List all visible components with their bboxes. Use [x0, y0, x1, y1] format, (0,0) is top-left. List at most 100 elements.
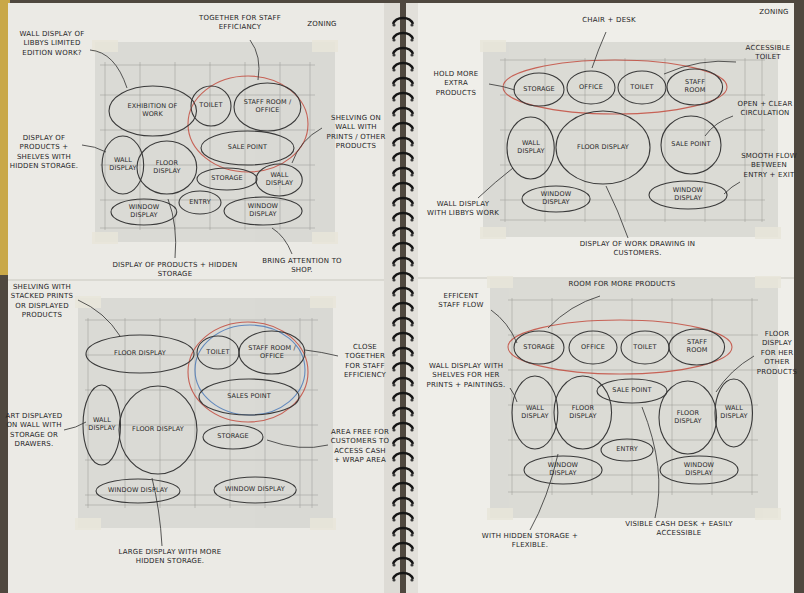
bubble-ellipse: [83, 385, 121, 465]
annotation-text: ACCESSIBLE TOILET: [746, 44, 791, 61]
annotation-text: SMOOTH FLOW BETWEEN ENTRY + EXIT: [741, 152, 797, 179]
zone-name: OFFICE: [581, 344, 605, 352]
bubble-text: STORAGE: [523, 86, 555, 94]
zone-name: SALE POINT: [228, 144, 267, 152]
annotation: LARGE DISPLAY WITH MORE HIDDEN STORAGE.: [105, 548, 235, 567]
bubble-text: SALE POINT: [612, 387, 651, 395]
bubble-ellipse: [119, 386, 197, 474]
bubble-ellipse: [649, 181, 727, 209]
zone-name: FLOOR DISPLAY: [132, 426, 184, 434]
zone-name: WINDOW DISPLAY: [533, 462, 592, 478]
zone-bubble: WALL DISPLAY: [506, 116, 555, 180]
annotation-text: DISPLAY OF WORK DRAWING IN CUSTOMERS.: [580, 240, 696, 257]
bubble-ellipse: [203, 425, 263, 449]
bubble-ellipse: [111, 199, 177, 225]
bubble-text: STORAGE: [217, 433, 249, 441]
annotation: WITH HIDDEN STORAGE + FLEXIBLE.: [480, 532, 580, 551]
annotation-text: EFFICENT STAFF FLOW: [438, 292, 483, 309]
zone-name: WINDOW DISPLAY: [669, 462, 728, 478]
bubble-ellipse: [256, 164, 302, 196]
bubble-text: WINDOW DISPLAY: [108, 487, 168, 495]
annotation: AREA FREE FOR CUSTOMERS TO ACCESS CASH +…: [330, 428, 390, 466]
annotation: SHELVING ON WALL WITH PRINTS / OTHER PRO…: [325, 114, 387, 152]
zone-bubble: FLOOR DISPLAY: [555, 110, 651, 185]
annotation-text: WALL DISPLAY WITH SHELVES FOR HER PRINTS…: [427, 362, 506, 389]
annotation-text: BRING ATTENTION TO SHOP.: [262, 257, 342, 274]
annotation: TOGETHER FOR STAFF EFFICIANCY: [190, 14, 290, 33]
zone-name: WINDOW DISPLAY: [658, 187, 717, 203]
zone-name: SALE POINT: [612, 387, 651, 395]
bubble-ellipse: [199, 379, 299, 415]
zone-bubble: STORAGE: [513, 330, 565, 365]
zone-name: WINDOW DISPLAY: [119, 204, 169, 220]
bubble-text: FLOOR DISPLAY: [132, 426, 184, 434]
zone-name: EXHIBITION OF WORK: [119, 103, 185, 119]
bubble-ellipse: [197, 168, 257, 190]
zone-bubble: FLOOR DISPLAY: [118, 385, 198, 475]
bubble-ellipse: [214, 477, 296, 503]
zone-name: STAFF ROOM: [674, 79, 717, 95]
bubble-text: STAFF ROOM / OFFICE: [247, 345, 297, 361]
zone-bubble: TOILET: [620, 330, 670, 365]
zone-bubble: WINDOW DISPLAY: [523, 455, 603, 485]
bubble-ellipse: [621, 331, 669, 364]
zone-name: STAFF ROOM: [676, 339, 719, 355]
zone-name: OFFICE: [579, 84, 603, 92]
zone-name: SALE POINT: [671, 141, 710, 149]
bubble-ellipse: [659, 381, 717, 454]
bubble-text: FLOOR DISPLAY: [666, 410, 710, 426]
annotation-text: ZONING: [759, 8, 788, 16]
zone-bubble: WINDOW DISPLAY: [213, 476, 297, 504]
bubble-text: FLOOR DISPLAY: [577, 144, 629, 152]
zone-bubble: FLOOR DISPLAY: [553, 375, 613, 450]
bubble-ellipse: [618, 71, 666, 104]
annotation-text: SHELVING ON WALL WITH PRINTS / OTHER PRO…: [326, 114, 385, 150]
bubble-ellipse: [601, 439, 653, 461]
annotation-text: WITH HIDDEN STORAGE + FLEXIBLE.: [482, 532, 578, 549]
bubble-text: TOILET: [199, 102, 222, 110]
zone-bubble: TOILET: [196, 335, 240, 370]
annotation-text: FLOOR DISPLAY FOR HER OTHER PRODUCTS: [757, 330, 797, 376]
bubble-ellipse: [597, 379, 667, 403]
bubble-text: STORAGE: [523, 344, 555, 352]
bubble-text: TOILET: [206, 349, 229, 357]
zone-name: WALL DISPLAY: [107, 157, 139, 173]
zone-name: WALL DISPLAY: [262, 172, 298, 188]
zone-name: ENTRY: [616, 446, 638, 454]
zone-bubble: OFFICE: [566, 70, 616, 105]
zone-name: TOILET: [633, 344, 656, 352]
annotation: CLOSE TOGETHER FOR STAFF EFFICIENCY: [340, 343, 390, 381]
bubble-text: WALL DISPLAY: [719, 405, 748, 421]
bubble-text: TOILET: [633, 344, 656, 352]
zone-bubble: FLOOR DISPLAY: [136, 140, 198, 195]
bubble-ellipse: [524, 456, 602, 484]
zone-bubble: WALL DISPLAY: [101, 135, 145, 195]
zone-name: WINDOW DISPLAY: [225, 486, 285, 494]
zone-bubble: STAFF ROOM: [666, 68, 724, 106]
bubble-ellipse: [661, 116, 721, 174]
zone-bubble: EXHIBITION OF WORK: [108, 85, 198, 137]
zone-name: WALL DISPLAY: [719, 405, 748, 421]
annotation-text: ZONING: [307, 20, 336, 28]
zone-bubble: STAFF ROOM: [668, 328, 726, 366]
zone-name: FLOOR DISPLAY: [577, 144, 629, 152]
zone-name: WALL DISPLAY: [517, 405, 552, 421]
annotation: ZONING: [750, 8, 798, 17]
bubble-text: WINDOW DISPLAY: [533, 462, 592, 478]
bubble-ellipse: [137, 141, 197, 194]
zone-name: FLOOR DISPLAY: [144, 160, 190, 176]
bubble-ellipse: [507, 117, 554, 179]
bubble-text: EXHIBITION OF WORK: [119, 103, 185, 119]
zone-name: STORAGE: [523, 344, 555, 352]
zone-name: FLOOR DISPLAY: [114, 350, 166, 358]
annotation: WALL DISPLAY WITH LIBBYS WORK: [426, 200, 500, 219]
bubble-ellipse: [660, 456, 738, 484]
bubble-text: STORAGE: [211, 175, 243, 183]
zone-bubble: STORAGE: [196, 167, 258, 191]
zone-bubble: SALE POINT: [596, 378, 668, 404]
zone-name: WINDOW DISPLAY: [530, 191, 582, 207]
annotation-text: WALL DISPLAY OF LIBBYS LIMITED EDITION W…: [20, 30, 85, 57]
annotation: DISPLAY OF PRODUCTS + SHELVES WITH HIDDE…: [8, 134, 80, 172]
